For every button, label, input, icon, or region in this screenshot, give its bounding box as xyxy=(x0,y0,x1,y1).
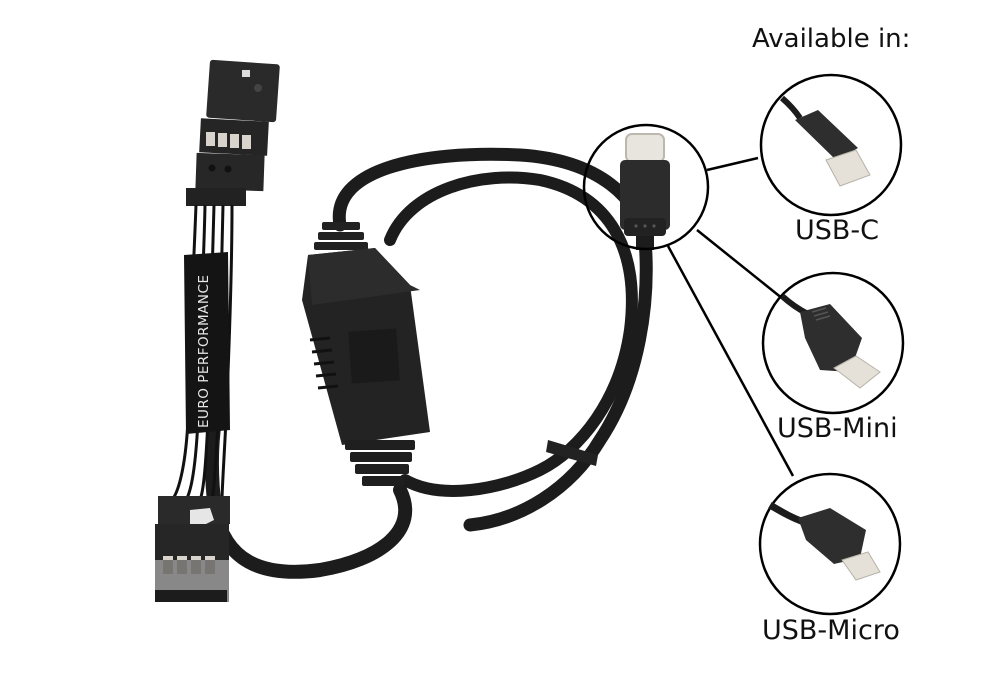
brand-sleeve-text: EURO PERFORMANCE xyxy=(196,274,212,428)
usb-mini-label: USB-Mini xyxy=(777,413,898,444)
callout-lines xyxy=(582,123,795,477)
usb-cable xyxy=(204,147,653,579)
wire-harness xyxy=(155,59,280,602)
usb-c-label: USB-C xyxy=(795,215,880,246)
cable-tie xyxy=(546,440,598,466)
available-in-title: Available in: xyxy=(752,24,911,54)
usb-micro-connector-icon xyxy=(758,472,902,616)
usb-mini-connector-icon xyxy=(761,271,905,415)
usb-micro-label: USB-Micro xyxy=(762,615,900,646)
inline-module xyxy=(302,222,430,486)
usb-c-plug xyxy=(620,133,670,250)
usb-c-connector-icon xyxy=(759,73,903,217)
